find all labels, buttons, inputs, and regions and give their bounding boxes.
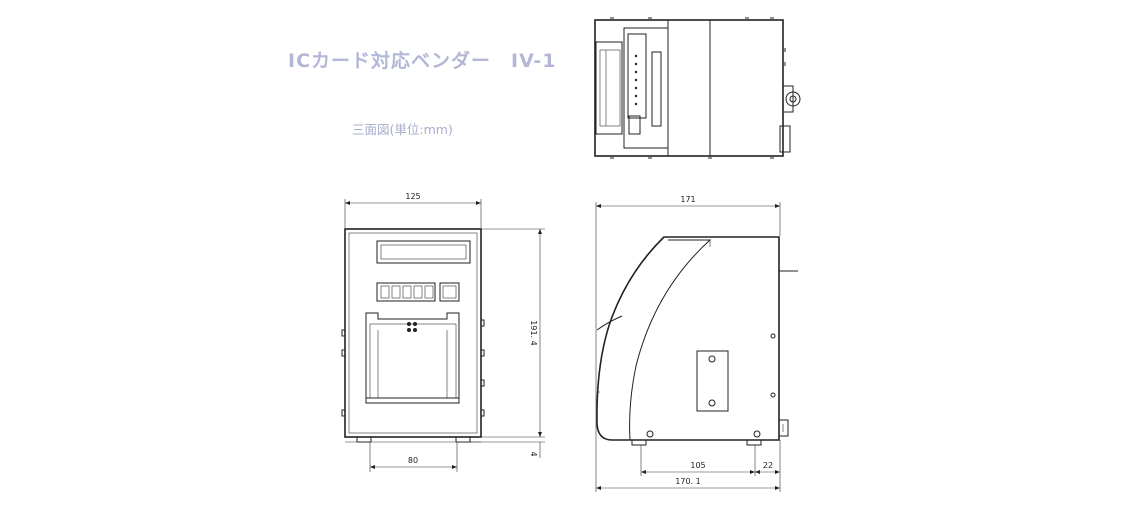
dim-side-depth: 171 [680, 195, 695, 204]
dim-side-foot-span: 105 [690, 461, 705, 470]
dim-side-base-depth: 170. 1 [675, 477, 700, 486]
page-subtitle: 三面図(単位:mm) [352, 122, 453, 137]
dim-side-rear-offset: 22 [763, 461, 773, 470]
page-title: ICカード対応ベンダー IV-1 [288, 50, 557, 72]
dim-front-foot-gap: 4 [529, 451, 538, 456]
side-view: 171 105 22 [595, 195, 798, 492]
front-view: 125 [341, 192, 545, 472]
dim-front-foot-span: 80 [408, 456, 418, 465]
top-view [594, 17, 801, 159]
dim-front-height: 191. 4 [529, 320, 538, 345]
dim-front-width: 125 [405, 192, 420, 201]
